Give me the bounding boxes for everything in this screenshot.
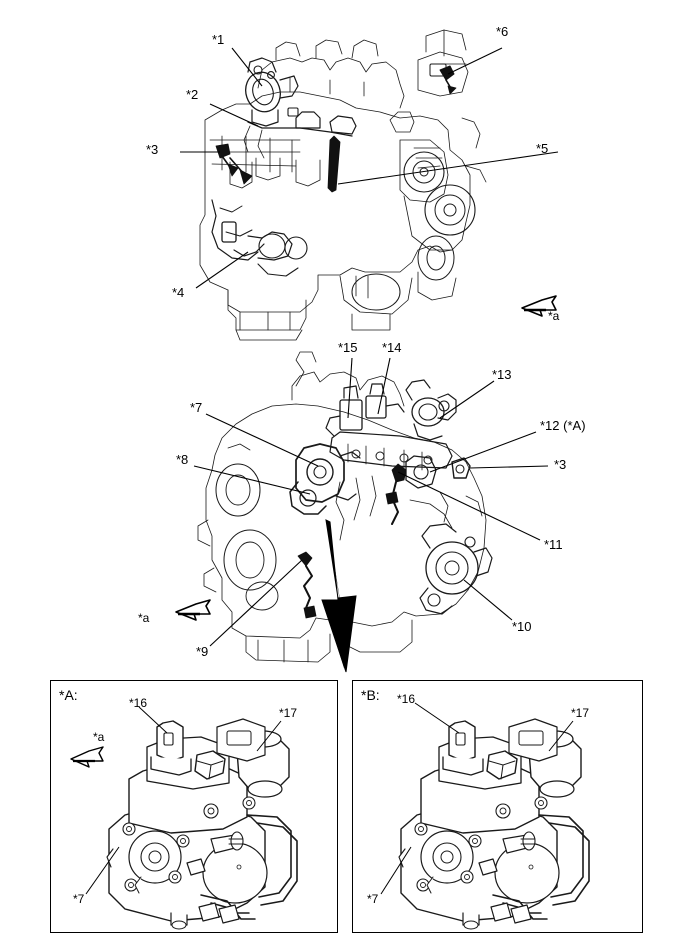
leader-14 (377, 357, 391, 415)
callout-label-1: *1 (212, 32, 225, 47)
panel-a-tag: *A: (59, 687, 78, 703)
panel-a-leader-17 (256, 720, 282, 752)
panel-a-callout-16: *16 (129, 696, 148, 710)
leader-4 (195, 251, 249, 289)
leader-11 (397, 471, 541, 541)
panel-a-direction-arrow (70, 746, 104, 768)
panel-b-tag: *B: (361, 687, 380, 703)
panel-b-leader-16 (414, 702, 460, 734)
panel-b-callout-17: *17 (571, 706, 590, 720)
callout-label-15: *15 (338, 340, 358, 355)
callout-label-5: *5 (536, 141, 549, 156)
panel-a-leader-16 (138, 706, 168, 734)
panel-b-callout-16: *16 (397, 692, 416, 706)
leader-13 (439, 380, 495, 419)
leader-9 (209, 559, 303, 647)
callout-label-4: *4 (172, 285, 185, 300)
leader-1 (231, 47, 263, 87)
callout-label-3: *3 (146, 142, 159, 157)
direction-label-a-middle: *a (138, 611, 150, 625)
panel-a-leader-7 (85, 846, 120, 895)
callout-label-14: *14 (382, 340, 402, 355)
leader-2 (209, 103, 259, 127)
panel-b-callout-7: *7 (367, 892, 379, 906)
callout-label-13: *13 (492, 367, 512, 382)
callout-label-8: *8 (176, 452, 189, 467)
detail-panel-b: *B: (352, 680, 643, 933)
leader-15 (347, 357, 353, 419)
callout-label-6: *6 (496, 24, 509, 39)
panel-b-artwork (380, 702, 590, 930)
direction-arrow-a-middle (175, 599, 211, 621)
callout-label-11: *11 (544, 537, 563, 552)
leader-7 (205, 413, 319, 467)
leader-3b (469, 465, 549, 469)
leader-12 (429, 431, 537, 473)
callout-label-2: *2 (186, 87, 199, 102)
detail-panel-a: *A: (50, 680, 338, 933)
leader-10 (463, 579, 513, 621)
callout-label-7: *7 (190, 400, 203, 415)
leader-8 (193, 465, 311, 495)
panel-a-callout-17: *17 (279, 706, 298, 720)
callout-label-12: *12 (*A) (540, 418, 586, 433)
leader-5 (337, 151, 559, 185)
leader-6 (447, 47, 503, 75)
panel-b-leader-17 (548, 720, 574, 752)
callout-label-9: *9 (196, 644, 209, 659)
panel-a-direction-label: *a (93, 730, 105, 744)
callout-label-3b: *3 (554, 457, 567, 472)
direction-label-a-top: *a (548, 309, 560, 323)
panel-b-leader-7 (380, 846, 412, 895)
panel-a-callout-7: *7 (73, 892, 85, 906)
transition-arrow-down (321, 519, 357, 673)
callout-label-10: *10 (512, 619, 532, 634)
